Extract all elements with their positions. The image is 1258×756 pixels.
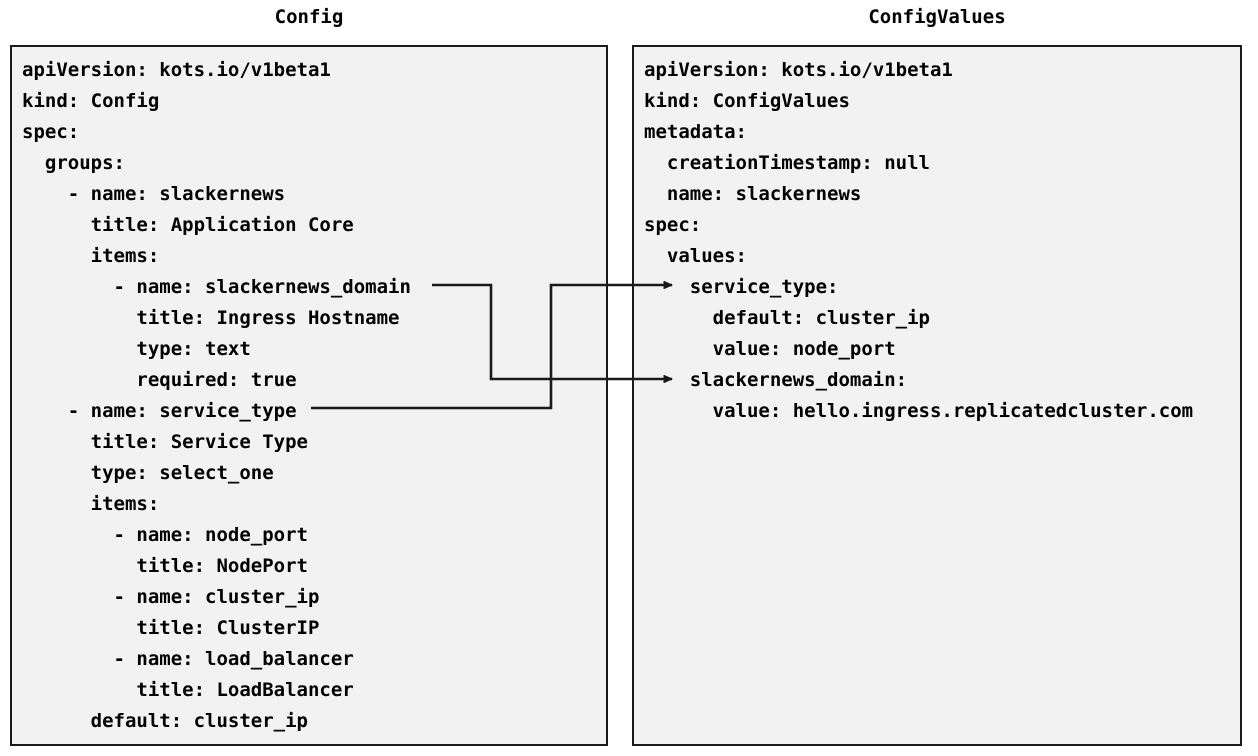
config-panel-title: Config [274, 6, 344, 28]
configvalues-yaml-line-7: service_type: [644, 276, 839, 298]
config-yaml-line-21: default: cluster_ip [22, 710, 308, 732]
config-yaml-line-8: title: Ingress Hostname [22, 307, 400, 329]
configvalues-yaml-line-8: default: cluster_ip [644, 307, 930, 329]
configvalues-yaml-line-9: value: node_port [644, 338, 896, 360]
configvalues-panel-title: ConfigValues [868, 6, 1006, 28]
configvalues-yaml-line-4: name: slackernews [644, 183, 862, 205]
config-yaml-line-16: title: NodePort [22, 555, 308, 577]
config-yaml-line-0: apiVersion: kots.io/v1beta1 [22, 59, 331, 81]
configvalues-yaml-line-6: values: [644, 245, 747, 267]
config-yaml-line-12: title: Service Type [22, 431, 308, 453]
config-yaml-line-18: title: ClusterIP [22, 617, 320, 639]
configvalues-yaml-line-0: apiVersion: kots.io/v1beta1 [644, 59, 953, 81]
configvalues-yaml-line-10: slackernews_domain: [644, 369, 908, 391]
config-yaml-block: apiVersion: kots.io/v1beta1 kind: Config s… [22, 55, 602, 737]
config-yaml-line-3: groups: [22, 152, 125, 174]
config-yaml-line-1: kind: Config [22, 90, 160, 112]
configvalues-yaml-block: apiVersion: kots.io/v1beta1 kind: ConfigV… [644, 55, 1236, 427]
configvalues-panel: apiVersion: kots.io/v1beta1 kind: ConfigV… [632, 45, 1242, 746]
configvalues-yaml-line-3: creationTimestamp: null [644, 152, 930, 174]
config-yaml-line-11: - name: service_type [22, 400, 297, 422]
config-yaml-line-5: title: Application Core [22, 214, 354, 236]
config-yaml-line-14: items: [22, 493, 160, 515]
configvalues-yaml-line-11: value: hello.ingress.replicatedcluster.c… [644, 400, 1194, 422]
config-yaml-line-10: required: true [22, 369, 297, 391]
config-yaml-line-4: - name: slackernews [22, 183, 286, 205]
config-yaml-line-20: title: LoadBalancer [22, 679, 354, 701]
config-yaml-line-9: type: text [22, 338, 251, 360]
configvalues-yaml-line-1: kind: ConfigValues [644, 90, 850, 112]
config-yaml-line-7: - name: slackernews_domain [22, 276, 411, 298]
config-yaml-line-6: items: [22, 245, 160, 267]
config-yaml-line-13: type: select_one [22, 462, 274, 484]
config-panel: apiVersion: kots.io/v1beta1 kind: Config s… [10, 45, 608, 746]
config-yaml-line-2: spec: [22, 121, 80, 143]
config-yaml-line-17: - name: cluster_ip [22, 586, 320, 608]
config-yaml-line-19: - name: load_balancer [22, 648, 354, 670]
config-yaml-line-15: - name: node_port [22, 524, 308, 546]
configvalues-yaml-line-5: spec: [644, 214, 702, 236]
configvalues-yaml-line-2: metadata: [644, 121, 747, 143]
